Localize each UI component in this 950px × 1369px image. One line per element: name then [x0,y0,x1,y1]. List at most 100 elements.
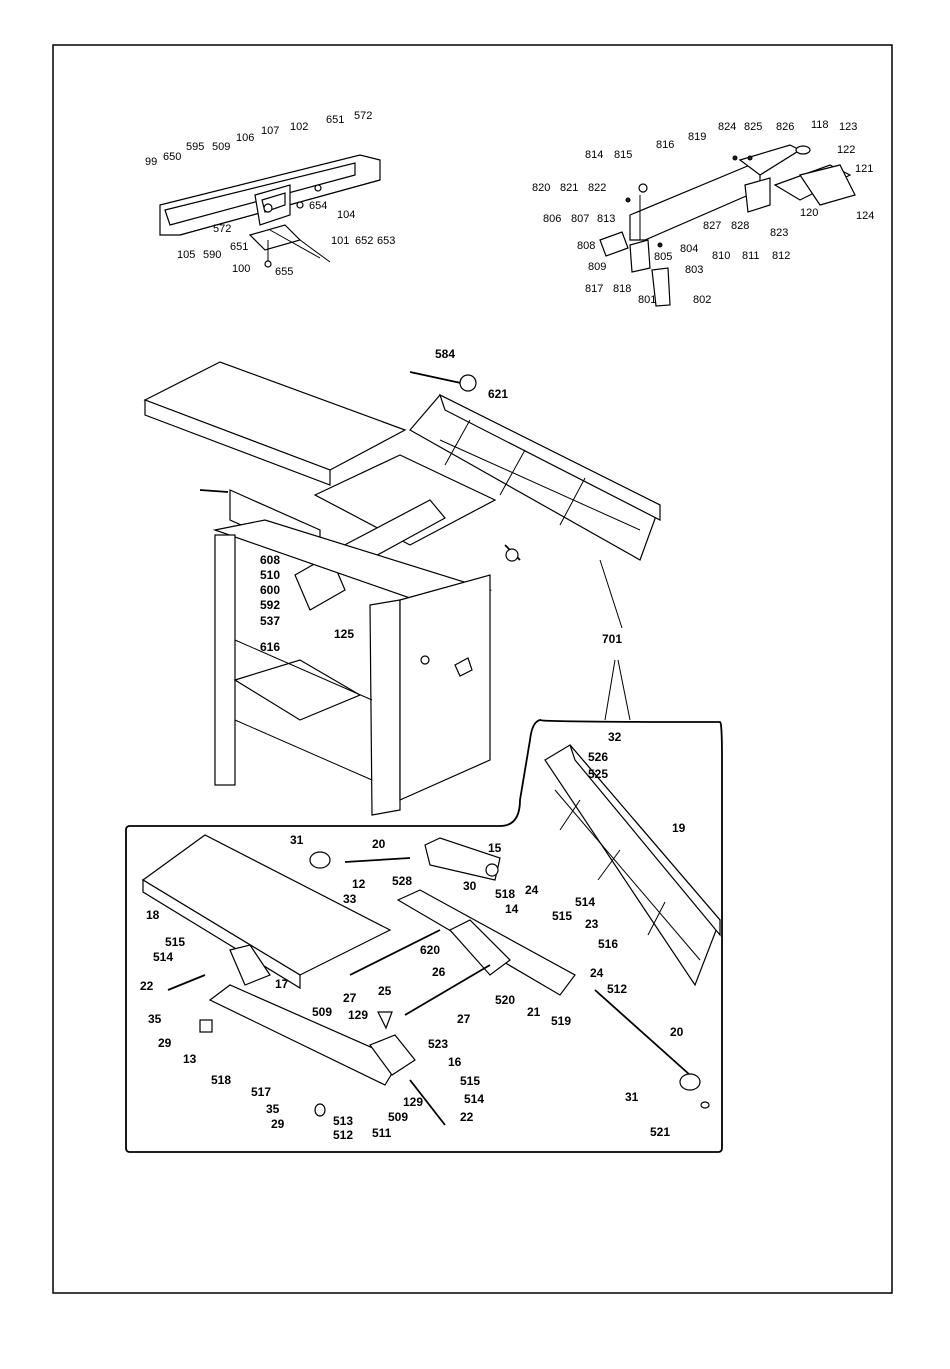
callout: 24 [525,883,539,897]
callout: 519 [551,1014,571,1028]
callout: 651 [230,241,248,253]
guard-assembly-drawing [599,144,856,307]
callout: 35 [148,1012,162,1026]
callout: 21 [527,1005,541,1019]
callout: 13 [183,1052,197,1066]
callout: 17 [275,977,289,991]
callout: 511 [372,1126,392,1140]
callout: 803 [685,264,703,276]
callout: 22 [140,979,154,993]
callout: 515 [460,1074,480,1088]
callout: 812 [772,250,790,262]
callout: 537 [260,614,280,628]
callout: 654 [309,200,327,212]
callout: 515 [552,909,572,923]
callout: 807 [571,213,589,225]
callout: 123 [839,121,857,133]
exploded-inset [125,718,723,1153]
callout: 572 [354,110,372,122]
callout: 818 [613,283,631,295]
callout: 590 [203,249,221,261]
callout: 121 [855,163,873,175]
callout: 813 [597,213,615,225]
callout: 809 [588,261,606,273]
callout: 814 [585,149,603,161]
page-frame [52,44,893,1294]
callout: 806 [543,213,561,225]
callout: 802 [693,294,711,306]
callout: 652 [355,235,373,247]
callout: 512 [607,982,627,996]
callout: 650 [163,151,181,163]
callout: 514 [464,1092,484,1106]
callout: 823 [770,227,788,239]
callout: 584 [435,347,455,361]
callout: 35 [266,1102,280,1116]
callout: 513 [333,1114,353,1128]
callout: 23 [585,917,599,931]
callout: 826 [776,121,794,133]
callout: 817 [585,283,603,295]
inset-callouts: 32 526 525 19 31 20 15 12 528 30 518 18 … [140,730,686,1142]
callout: 18 [146,908,160,922]
callout: 824 [718,121,736,133]
callout: 15 [488,841,502,855]
callout: 572 [213,223,231,235]
callout: 518 [211,1073,231,1087]
callout: 805 [654,251,672,263]
callout: 101 [331,235,349,247]
callout: 600 [260,583,280,597]
callout: 99 [145,156,157,168]
callout: 523 [428,1037,448,1051]
callout: 808 [577,240,595,252]
callout: 104 [337,209,355,221]
callout: 804 [680,243,698,255]
callout: 651 [326,114,344,126]
callout: 24 [590,966,604,980]
callout: 514 [153,950,173,964]
callout: 516 [598,937,618,951]
callout: 124 [856,210,874,222]
callout: 608 [260,553,280,567]
callout: 120 [800,207,818,219]
callout: 105 [177,249,195,261]
callout: 616 [260,640,280,654]
callout: 32 [608,730,622,744]
top-left-callouts: 99 650 595 509 106 107 102 651 572 572 6… [145,110,395,278]
callout: 12 [352,877,366,891]
callout: 33 [343,892,357,906]
callout: 19 [672,821,686,835]
callout: 509 [312,1005,332,1019]
callout: 801 [638,294,656,306]
callout: 621 [488,387,508,401]
callout: 822 [588,182,606,194]
callout: 31 [625,1090,639,1104]
callout: 525 [588,767,608,781]
main-callouts: 584 621 608 510 600 592 537 125 616 701 [260,347,622,654]
callout: 16 [448,1055,462,1069]
callout: 27 [343,991,357,1005]
callout: 27 [457,1012,471,1026]
callout: 595 [186,141,204,153]
callout: 592 [260,598,280,612]
callout: 29 [158,1036,172,1050]
fence-assembly-drawing [159,154,381,268]
callout: 620 [420,943,440,957]
callout: 815 [614,149,632,161]
callout: 30 [463,879,477,893]
callout: 510 [260,568,280,582]
callout: 517 [251,1085,271,1099]
callout: 701 [602,632,622,646]
callout: 20 [372,837,386,851]
callout: 100 [232,263,250,275]
callout: 31 [290,833,304,847]
callout: 827 [703,220,721,232]
callout: 521 [650,1125,670,1139]
callout: 107 [261,125,279,137]
callout: 512 [333,1128,353,1142]
machine-drawing [143,361,661,816]
callout: 25 [378,984,392,998]
callout: 129 [348,1008,368,1022]
callout: 122 [837,144,855,156]
